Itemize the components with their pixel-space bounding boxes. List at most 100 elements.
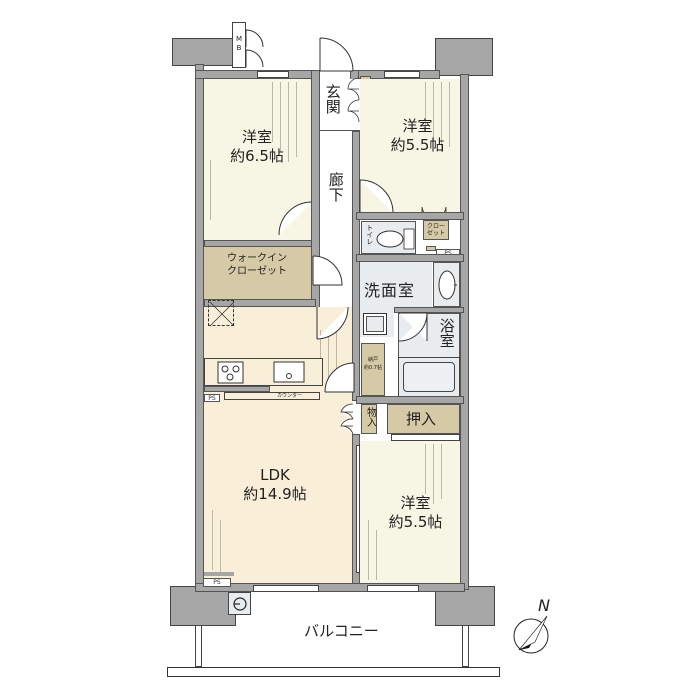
inner-wall <box>204 299 316 307</box>
floor-texture <box>425 444 426 494</box>
mono-ire-door-icon <box>340 403 354 435</box>
floor-texture <box>376 530 377 580</box>
window-ldk <box>253 585 319 592</box>
kitchen-back-wall <box>204 386 270 392</box>
room-ldk[interactable] <box>204 307 352 583</box>
compass-north-label: N <box>538 596 550 615</box>
pillar-top-right <box>435 38 493 76</box>
shoe-cabinet-door-icon <box>347 77 360 123</box>
washer-pan-inner <box>366 316 384 332</box>
oshiire-sliding-door <box>391 434 460 441</box>
floor-texture <box>296 82 297 157</box>
walk-in-closet[interactable] <box>204 247 311 299</box>
label-line: クローゼット <box>227 265 287 277</box>
toilet-shelf-cabinet <box>426 246 436 251</box>
outer-wall-right <box>460 74 469 590</box>
sink-basin-icon <box>438 270 457 300</box>
compass-north-arrow-icon <box>513 615 549 654</box>
room-size: 約5.5帖 <box>388 512 443 531</box>
room-name: 洋室 <box>241 128 272 146</box>
balcony[interactable] <box>236 592 435 667</box>
balcony-post-left <box>195 625 202 667</box>
compass: N <box>505 596 565 660</box>
floor-texture <box>336 330 337 375</box>
room-western-2-label: 洋室 約5.5帖 <box>380 117 455 155</box>
room-western-1-label: 洋室 約6.5帖 <box>222 128 292 166</box>
mono-ire-storage[interactable]: 物入 <box>361 404 377 434</box>
floor-texture <box>433 444 434 504</box>
door-western-2-icon <box>359 179 394 214</box>
door-western-1-icon <box>278 201 313 236</box>
toilet-bowl-icon <box>376 228 415 250</box>
wic-door-icon <box>312 255 343 286</box>
ldk-door-icon <box>316 306 349 340</box>
window-western-3 <box>367 585 419 592</box>
inner-wall <box>204 572 234 576</box>
washing-machine-pan <box>363 313 387 335</box>
bathroom-label: 浴室 <box>437 318 456 348</box>
inner-wall <box>356 254 464 262</box>
room-size: 約14.9帖 <box>243 484 307 503</box>
room-name: LDK <box>260 466 290 484</box>
nando-label: 納戸 約0.7帖 <box>362 356 384 372</box>
balcony-post-right <box>462 625 469 667</box>
label-line: 納戸 <box>367 357 378 363</box>
balcony-railing <box>167 667 500 677</box>
room-name: 洋室 <box>400 494 431 512</box>
pipe-space-ldk: PS <box>203 578 231 587</box>
inner-wall <box>394 307 464 313</box>
balcony-label: バルコニー <box>304 622 379 640</box>
floor-texture <box>368 520 369 580</box>
vent-cross-icon <box>209 301 235 327</box>
walk-in-closet-label: ウォークイン クローゼット <box>222 253 292 278</box>
pillar-top-left <box>172 38 236 66</box>
stove-burner-icon <box>217 361 244 384</box>
washroom[interactable] <box>360 262 432 307</box>
kitchen-sink-icon <box>273 361 305 383</box>
floor-texture <box>441 82 442 152</box>
floor-texture <box>288 82 289 162</box>
label-line: 約0.7帖 <box>364 365 382 371</box>
floor-texture <box>425 82 426 132</box>
inner-wall <box>356 212 464 220</box>
window-western-1 <box>257 71 289 78</box>
corridor-label: 廊下 <box>326 172 345 202</box>
bar-counter: カウンター <box>224 392 320 400</box>
aircon-fan-icon <box>233 597 247 611</box>
pillar-bottom-right <box>435 586 495 626</box>
inner-wall <box>356 396 464 404</box>
washroom-label: 洗面室 <box>364 281 416 300</box>
nando-door-icon <box>324 362 355 393</box>
nando-storage[interactable]: 納戸 約0.7帖 <box>361 343 385 396</box>
kitchen-vent <box>208 300 235 327</box>
bathroom-door-icon <box>398 312 428 342</box>
floor-texture <box>210 160 211 220</box>
floor-texture <box>433 82 434 142</box>
room-western-3-label: 洋室 約5.5帖 <box>378 494 453 532</box>
outer-wall-left <box>195 64 204 590</box>
room-ldk-label: LDK 約14.9帖 <box>230 466 320 504</box>
entrance[interactable] <box>320 79 360 131</box>
label-line: ウォークイン <box>227 253 287 264</box>
floor-texture <box>320 330 321 385</box>
entrance-door-icon <box>319 37 354 72</box>
floor-texture <box>220 520 221 575</box>
label-line: ゼット <box>426 230 445 237</box>
room-name: 洋室 <box>402 117 433 135</box>
inner-wall <box>204 240 316 247</box>
oshiire-storage[interactable]: 押入 <box>387 404 460 434</box>
inner-wall <box>352 131 360 401</box>
floor-texture <box>328 330 329 380</box>
entrance-label: 玄関 <box>323 84 342 114</box>
window-western-2 <box>384 71 420 78</box>
closet-label: クロー ゼット <box>424 223 448 237</box>
meter-box: MB <box>232 22 246 68</box>
room-size: 約5.5帖 <box>390 135 445 154</box>
sliding-door-ldk-western-3[interactable] <box>356 445 360 573</box>
bathtub-basin <box>403 362 455 392</box>
floor-texture <box>280 82 281 152</box>
toilet-label: トイレ <box>365 224 374 245</box>
floor-texture <box>449 82 450 147</box>
pipe-space-kitchen: PS <box>204 394 220 402</box>
label-line: クロー <box>426 223 445 230</box>
